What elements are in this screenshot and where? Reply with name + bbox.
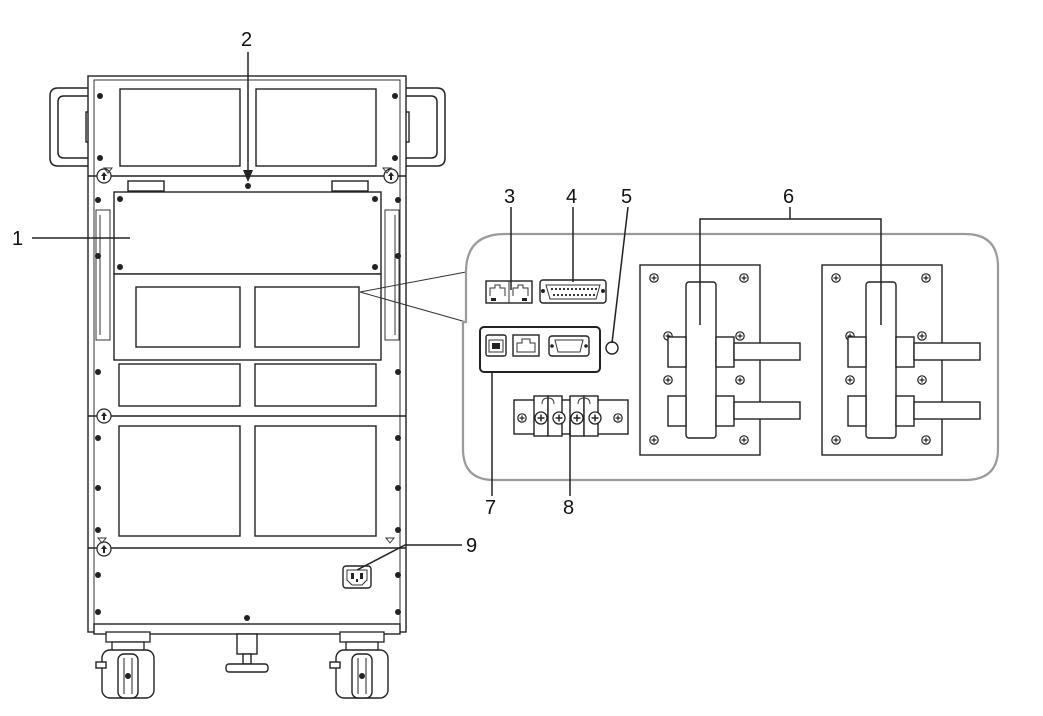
- callout-2: 2: [241, 29, 252, 51]
- communication-port-group: [479, 326, 601, 373]
- caster-right: [335, 631, 389, 699]
- ac-input-inlet[interactable]: [342, 565, 372, 589]
- module-vent-right: [254, 286, 360, 348]
- callout-7: 7: [485, 497, 496, 519]
- callout-8: 8: [563, 497, 574, 519]
- rear-panel-enlargement: [461, 232, 1000, 482]
- rj45-ports[interactable]: [485, 280, 533, 304]
- callout-5: 5: [621, 186, 632, 208]
- battery-vent-left: [118, 425, 241, 537]
- callout-3: 3: [504, 186, 515, 208]
- output-breaker-right[interactable]: [821, 264, 981, 456]
- top-vent-right: [255, 88, 377, 167]
- callout-6: 6: [783, 186, 794, 208]
- status-led: [605, 341, 619, 355]
- battery-vent-right: [254, 425, 377, 537]
- callout-4: 4: [566, 186, 577, 208]
- callout-1: 1: [12, 228, 23, 250]
- leader-lines: [32, 52, 882, 571]
- serial-db9-port[interactable]: [548, 335, 590, 357]
- ups-cabinet: [49, 75, 446, 699]
- module-vent-left: [135, 286, 241, 348]
- dsub-25-port[interactable]: [539, 279, 607, 304]
- usb-b-port[interactable]: [485, 334, 507, 357]
- upper-module: [113, 191, 382, 275]
- caster-left: [101, 631, 155, 699]
- lan-port[interactable]: [512, 334, 540, 357]
- callout-9: 9: [466, 535, 477, 557]
- terminal-block[interactable]: [513, 395, 629, 437]
- top-vent-left: [119, 88, 241, 167]
